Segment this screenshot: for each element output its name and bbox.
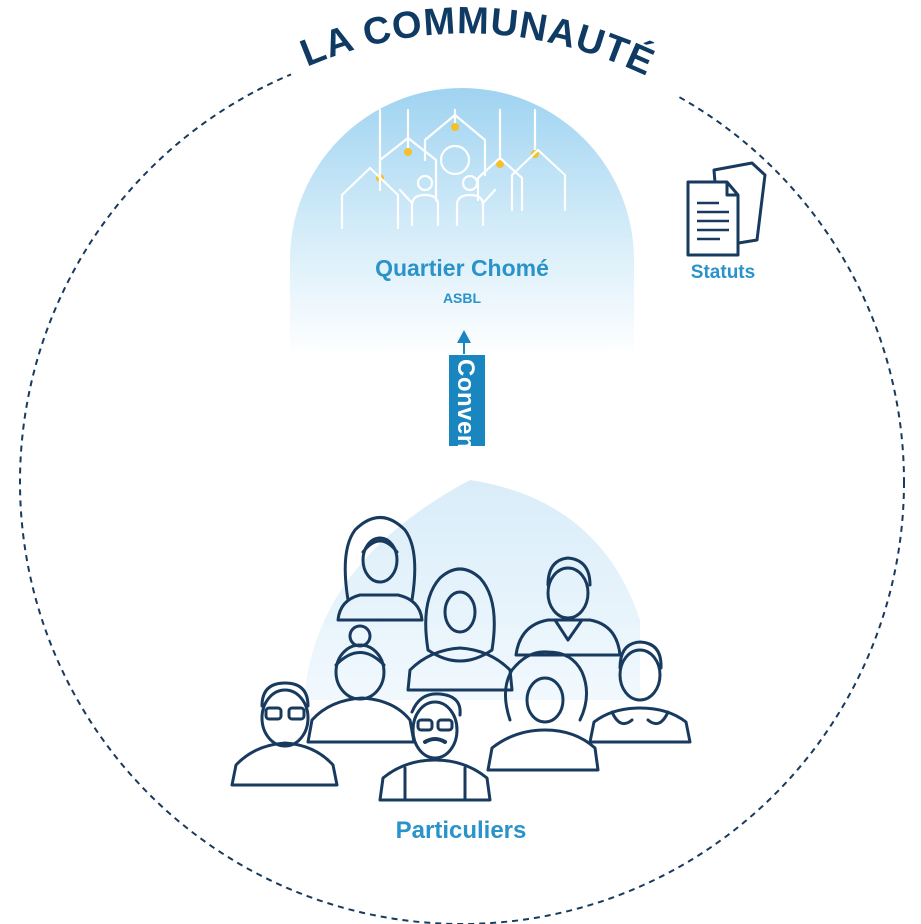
- neighborhood-icon: [340, 108, 567, 230]
- people-group-icon: [230, 480, 692, 802]
- particuliers-label: Particuliers: [396, 817, 527, 844]
- person-bun-necklace: [306, 624, 416, 744]
- organization-name: Quartier Chomé: [375, 255, 549, 281]
- person-glasses-left: [230, 681, 339, 787]
- organization-type: ASBL: [443, 290, 482, 306]
- convention-arrow: Convention: [449, 330, 485, 496]
- organization-node: Quartier Chomé ASBL: [290, 88, 634, 356]
- convention-label: Convention: [452, 359, 479, 496]
- person-long-hair: [336, 516, 424, 622]
- documents-icon: [686, 161, 767, 257]
- person-beard-suspenders: [378, 692, 492, 802]
- person-curly-hair: [486, 650, 600, 772]
- statuts-label: Statuts: [691, 262, 755, 283]
- person-hijab: [406, 567, 514, 692]
- person-hoodie: [588, 640, 692, 744]
- person-man-collar: [514, 556, 622, 657]
